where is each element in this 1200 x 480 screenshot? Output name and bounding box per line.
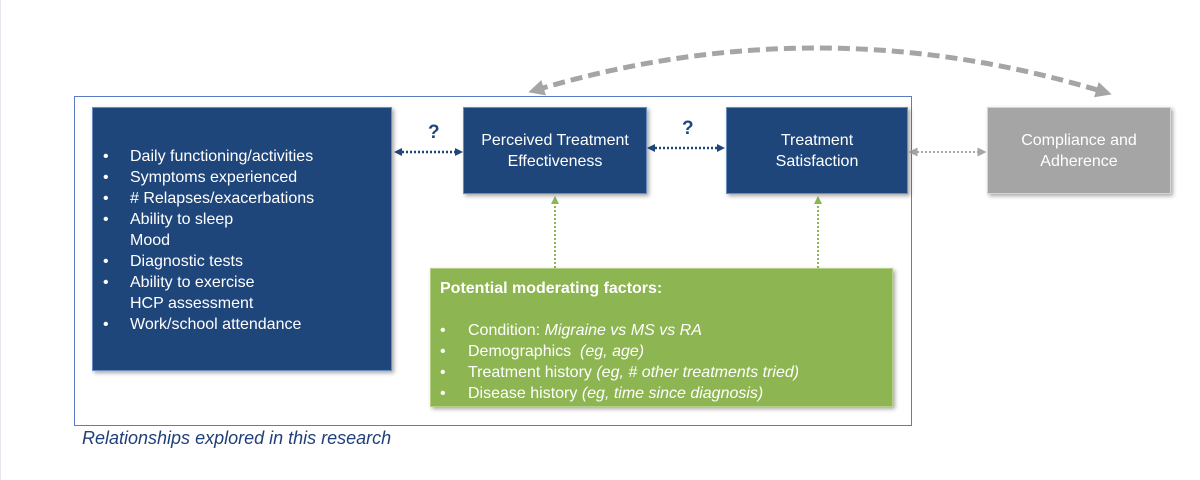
- question-mark-1: ?: [428, 122, 440, 143]
- moderating-factors-title: Potential moderating factors:: [440, 280, 663, 297]
- research-scope-frame: [74, 96, 912, 426]
- effectiveness-compliance-curved-arrow: [528, 45, 1112, 98]
- bullet-icon: •: [103, 211, 109, 228]
- treatment-satisfaction-box: Treatment Satisfaction: [726, 107, 908, 194]
- moderating-factor-example: (eg, age): [580, 343, 645, 360]
- outcome-item-label: Diagnostic tests: [130, 253, 243, 270]
- bullet-icon: •: [440, 322, 446, 339]
- moderating-factor-label: Demographics: [468, 343, 581, 360]
- moderating-factors-box: Potential moderating factors: • Condition…: [430, 268, 893, 407]
- outcome-item: • Symptoms experienced: [93, 167, 314, 188]
- bullet-icon: •: [440, 385, 446, 402]
- moderating-factor-example: (eg, # other treatments tried): [596, 364, 800, 381]
- moderating-factor-label: Treatment history: [468, 364, 597, 381]
- moderating-factor-label: Condition:: [468, 322, 545, 339]
- outcome-item: • Ability to exercise: [93, 272, 314, 293]
- moderating-factor-example: (eg, time since diagnosis): [581, 385, 764, 402]
- moderating-factor-item: • Disease history (eg, time since diagnos…: [431, 383, 799, 404]
- outcome-item: • Ability to sleep: [93, 209, 314, 230]
- outcome-item-label: # Relapses/exacerbations: [130, 190, 315, 207]
- moderating-factors-list: • Condition: Migraine vs MS vs RA • Demogra…: [431, 320, 799, 404]
- outcome-item: • Daily functioning/activities: [93, 146, 314, 167]
- research-caption: Relationships explored in this research: [82, 428, 392, 448]
- outcome-item-label: Ability to exercise: [130, 274, 255, 291]
- bullet-icon: •: [103, 316, 109, 333]
- left-edge-rule: [0, 0, 1, 480]
- moderating-factor-item: • Condition: Migraine vs MS vs RA: [431, 320, 799, 341]
- moderating-factor-item: • Demographics (eg, age): [431, 341, 799, 362]
- outcome-item-label: HCP assessment: [130, 295, 254, 312]
- outcome-item: Mood: [93, 230, 314, 251]
- bullet-icon: •: [440, 364, 446, 381]
- bullet-icon: •: [103, 253, 109, 270]
- bullet-icon: •: [103, 169, 109, 186]
- bullet-icon: •: [103, 274, 109, 291]
- outcome-item-label: Daily functioning/activities: [130, 148, 314, 165]
- outcomes-list-box: • Daily functioning/activities • Symptoms e…: [92, 107, 392, 371]
- moderating-factor-item: • Treatment history (eg, # other treatmen…: [431, 362, 799, 383]
- moderating-factor-example: Migraine vs MS vs RA: [544, 322, 702, 339]
- bullet-icon: •: [440, 343, 446, 360]
- perceived-treatment-effectiveness-label: Perceived Treatment Effectiveness: [481, 131, 629, 170]
- perceived-treatment-effectiveness-box: Perceived Treatment Effectiveness: [463, 107, 647, 194]
- moderating-factor-label: Disease history: [468, 385, 582, 402]
- outcome-item-label: Ability to sleep: [130, 211, 234, 228]
- outcome-item: • # Relapses/exacerbations: [93, 188, 314, 209]
- outcome-item-label: Symptoms experienced: [130, 169, 298, 186]
- outcome-item-label: Work/school attendance: [130, 316, 302, 333]
- outcome-item: HCP assessment: [93, 293, 314, 314]
- bullet-icon: •: [103, 190, 109, 207]
- outcome-item: • Diagnostic tests: [93, 251, 314, 272]
- outcome-item: • Work/school attendance: [93, 314, 314, 335]
- compliance-adherence-label: Compliance and Adherence: [1021, 131, 1137, 170]
- bullet-icon: •: [103, 148, 109, 165]
- compliance-adherence-box: Compliance and Adherence: [987, 107, 1171, 194]
- question-mark-2: ?: [682, 118, 694, 139]
- outcomes-list: • Daily functioning/activities • Symptoms e…: [93, 146, 314, 335]
- treatment-satisfaction-label: Treatment Satisfaction: [775, 131, 859, 170]
- outcome-item-label: Mood: [130, 232, 171, 249]
